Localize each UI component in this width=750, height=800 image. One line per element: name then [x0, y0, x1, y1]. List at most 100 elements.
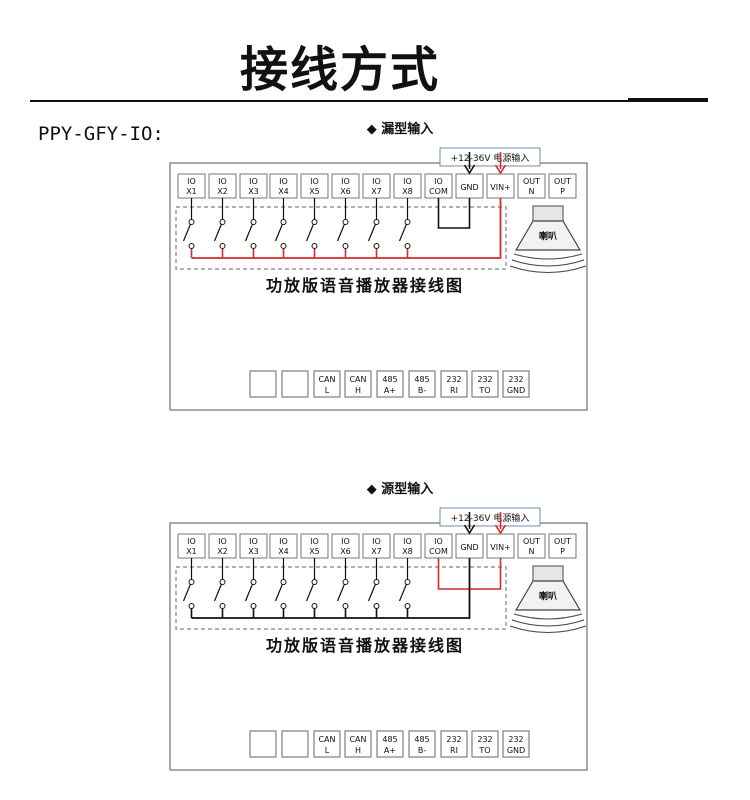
terminal-label: IO [310, 177, 319, 186]
bottom-terminal-label: H [355, 386, 361, 395]
common-bus [191, 558, 471, 619]
switch-contact [250, 603, 257, 609]
switch-contact [250, 243, 257, 249]
gnd-arrowhead [463, 164, 476, 175]
switch-blade [213, 223, 223, 242]
bottom-terminal-box [376, 730, 404, 758]
power-callout-box [439, 507, 541, 527]
board-caption: 功放版语音播放器接线图 [266, 276, 464, 295]
switch-blade [244, 583, 254, 602]
terminal-label: X8 [402, 547, 413, 556]
terminal-box [393, 173, 422, 199]
switch-contact [219, 219, 226, 225]
bottom-terminal-label: 485 [382, 735, 397, 744]
bottom-terminal-box [502, 730, 530, 758]
switch-contact [219, 243, 226, 249]
terminal-label: IO [249, 537, 258, 546]
terminal-label: X1 [186, 547, 197, 556]
terminal-label: IO [187, 537, 196, 546]
terminal-label: COM [429, 547, 448, 556]
switch-contact [342, 243, 349, 249]
switch-contact [311, 603, 318, 609]
bottom-terminal-label: 485 [414, 735, 429, 744]
speaker-label: 喇叭 [539, 230, 557, 242]
terminal-box [362, 533, 391, 559]
terminal-box [177, 533, 206, 559]
bottom-terminal-label: 232 [477, 375, 492, 384]
switch-blade [182, 223, 192, 242]
switch-contact [404, 219, 411, 225]
bottom-terminal-label: A+ [384, 746, 396, 755]
switch-contact [188, 219, 195, 225]
terminal-label: IO [218, 177, 227, 186]
switch-contact [311, 219, 318, 225]
bottom-terminal-box [344, 370, 372, 398]
terminal-label: IO [434, 177, 443, 186]
switch-contact [373, 579, 380, 585]
terminal-box [393, 533, 422, 559]
bottom-terminal-box [408, 730, 436, 758]
bottom-terminal-label: CAN [349, 375, 366, 384]
bottom-terminal-box [249, 370, 277, 398]
bottom-terminal-label: L [325, 746, 330, 755]
terminal-label: P [560, 187, 565, 196]
terminal-label: COM [429, 187, 448, 196]
terminal-label: IO [187, 177, 196, 186]
vin-arrowhead [494, 164, 507, 175]
terminal-label: IO [341, 177, 350, 186]
switch-contact [250, 579, 257, 585]
bottom-terminal-label: B- [418, 746, 426, 755]
switch-blade [274, 583, 284, 602]
speaker-label: 喇叭 [539, 590, 557, 602]
terminal-label: VIN+ [490, 183, 511, 192]
bottom-terminal-label: 485 [414, 375, 429, 384]
terminal-box [208, 533, 237, 559]
terminal-label: OUT [554, 177, 571, 186]
terminal-label: X5 [309, 547, 320, 556]
switch-contact [188, 603, 195, 609]
terminal-box [517, 173, 546, 199]
terminal-box [548, 173, 577, 199]
terminal-label: VIN+ [490, 543, 511, 552]
diagram-heading: ◆ 漏型输入 [367, 121, 434, 137]
bottom-terminal-label: B- [418, 386, 426, 395]
switch-contact [311, 579, 318, 585]
gnd-arrowhead [463, 524, 476, 535]
switch-contact [404, 579, 411, 585]
bottom-terminal-box [440, 730, 468, 758]
terminal-label: X7 [371, 187, 382, 196]
switch-contact [188, 579, 195, 585]
terminal-box [300, 173, 329, 199]
bottom-terminal-box [344, 730, 372, 758]
terminal-label: X3 [248, 547, 259, 556]
terminal-label: IO [341, 537, 350, 546]
bottom-terminal-label: 485 [382, 375, 397, 384]
switch-contact [188, 243, 195, 249]
switch-blade [244, 223, 254, 242]
title-divider-accent [628, 98, 708, 102]
terminal-label: X5 [309, 187, 320, 196]
bottom-terminal-label: A+ [384, 386, 396, 395]
switch-contact [373, 603, 380, 609]
vin-arrowhead [494, 524, 507, 535]
switch-blade [305, 223, 315, 242]
switch-contact [342, 219, 349, 225]
switch-contact [373, 243, 380, 249]
bottom-terminal-box [502, 370, 530, 398]
switch-contact [280, 579, 287, 585]
terminal-label: N [529, 547, 535, 556]
switch-contact [280, 219, 287, 225]
terminal-label: X3 [248, 187, 259, 196]
switch-area-dashed [175, 206, 507, 270]
terminal-box [517, 533, 546, 559]
bottom-terminal-label: 232 [446, 375, 461, 384]
terminal-label: OUT [523, 177, 540, 186]
power-callout-label: +12-36V 电源输入 [451, 512, 530, 524]
wiring-diagram-sink: ◆ 漏型输入+12-36V 电源输入IOX1IOX2IOX3IOX4IOX5IO… [169, 121, 588, 411]
board-outline [169, 162, 588, 411]
terminal-box [269, 173, 298, 199]
terminal-label: IO [249, 177, 258, 186]
bottom-terminal-label: CAN [318, 375, 335, 384]
switch-blade [398, 583, 408, 602]
switch-blade [213, 583, 223, 602]
